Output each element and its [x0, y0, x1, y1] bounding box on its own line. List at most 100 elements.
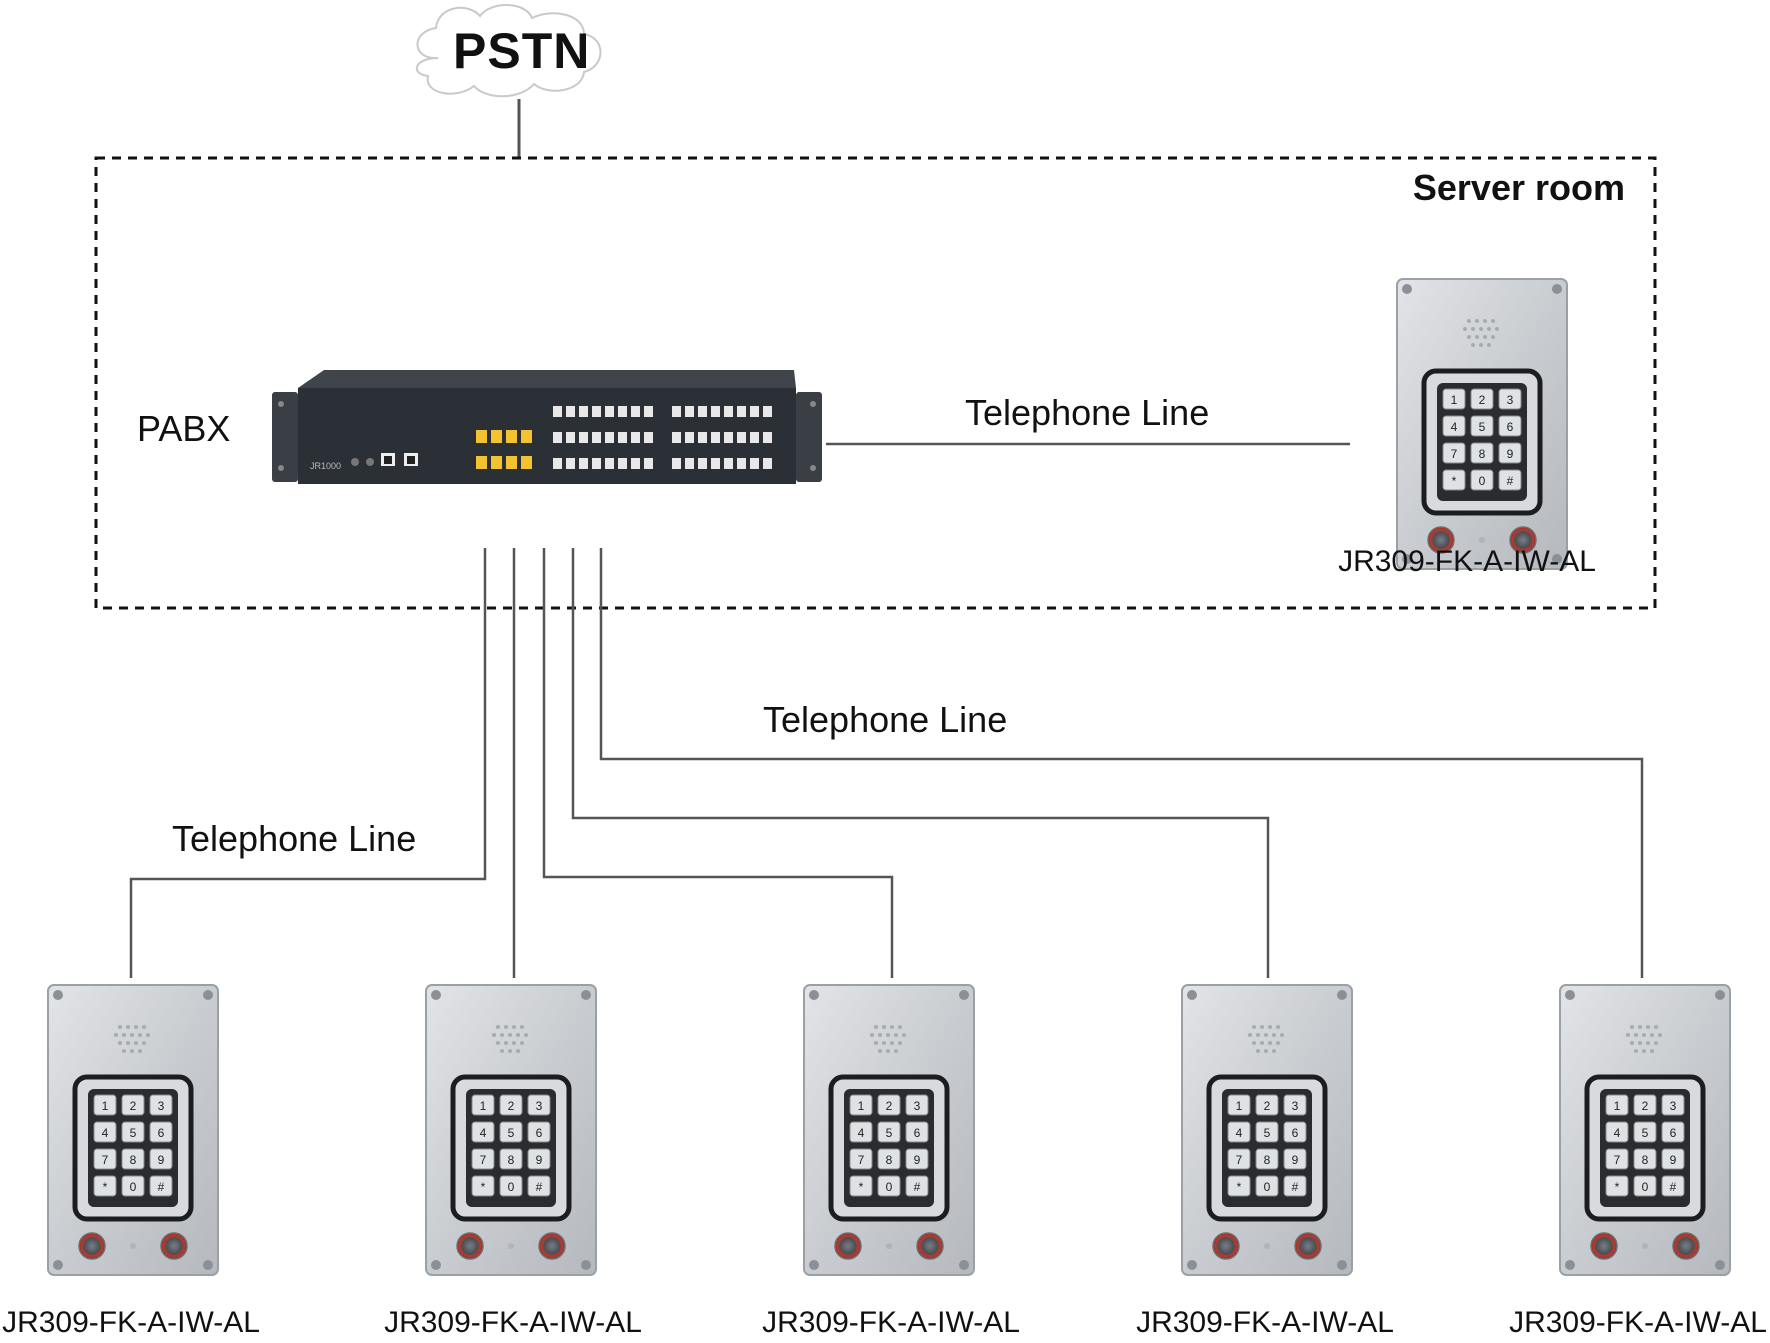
server-room-phone-keypad-labels: 1 2 3 4 5 6 7 8 9 * 0 # [1451, 393, 1514, 488]
field-phone-1-keypad-labels: 1 2 3 4 5 6 7 8 9 * 0 # [102, 1099, 165, 1194]
keypad-key-label: 4 [1236, 1126, 1243, 1140]
keypad-key-label: 9 [1507, 447, 1514, 461]
keypad-key-label: 8 [1479, 447, 1486, 461]
keypad-key-label: # [1292, 1180, 1299, 1194]
keypad-key-label: 9 [1292, 1153, 1299, 1167]
link-label-server-room: Telephone Line [965, 392, 1210, 433]
keypad-key-label: 3 [1507, 393, 1514, 407]
keypad-key-label: 8 [886, 1153, 893, 1167]
keypad-key-label: 6 [1670, 1126, 1677, 1140]
pstn-cloud [415, 3, 602, 98]
keypad-key-label: 2 [130, 1099, 137, 1113]
keypad-key-label: * [481, 1180, 486, 1194]
keypad-key-label: 6 [158, 1126, 165, 1140]
keypad-key-label: 6 [536, 1126, 543, 1140]
link-label-left-group: Telephone Line [172, 818, 417, 859]
keypad-key-label: 5 [886, 1126, 893, 1140]
keypad-key-label: 7 [480, 1153, 487, 1167]
field-links [129, 548, 1644, 978]
keypad-key-label: # [1670, 1180, 1677, 1194]
link-label-right-group: Telephone Line [763, 699, 1008, 740]
keypad-key-label: 7 [1614, 1153, 1621, 1167]
keypad-key-label: 7 [1236, 1153, 1243, 1167]
keypad-key-label: 2 [508, 1099, 515, 1113]
keypad-key-label: 3 [1670, 1099, 1677, 1113]
keypad-key-label: # [536, 1180, 543, 1194]
keypad-key-label: 1 [102, 1099, 109, 1113]
keypad-key-label: 9 [914, 1153, 921, 1167]
keypad-key-label: 6 [1292, 1126, 1299, 1140]
pabx-model-print: JR1000 [310, 461, 341, 471]
keypad-key-label: 1 [1451, 393, 1458, 407]
keypad-key-label: 4 [480, 1126, 487, 1140]
keypad-key-label: 1 [480, 1099, 487, 1113]
keypad-key-label: 4 [1451, 420, 1458, 434]
keypad-key-label: 8 [1264, 1153, 1271, 1167]
keypad-key-label: 5 [1642, 1126, 1649, 1140]
keypad-key-label: 8 [130, 1153, 137, 1167]
keypad-key-label: 0 [1642, 1180, 1649, 1194]
keypad-key-label: 0 [130, 1180, 137, 1194]
keypad-key-label: 1 [1236, 1099, 1243, 1113]
field-phone-3-keypad-labels: 1 2 3 4 5 6 7 8 9 * 0 # [858, 1099, 921, 1194]
keypad-key-label: 8 [508, 1153, 515, 1167]
keypad-key-label: * [1237, 1180, 1242, 1194]
keypad-key-label: 0 [508, 1180, 515, 1194]
server-room-label: Server room [1412, 167, 1625, 208]
keypad-key-label: 2 [1479, 393, 1486, 407]
keypad-key-label: # [1507, 474, 1514, 488]
keypad-key-label: 5 [1479, 420, 1486, 434]
server-room-boundary [94, 156, 1657, 610]
pstn-label: PSTN [453, 23, 591, 79]
link-field-phone-5 [599, 548, 1644, 978]
field-phone-model-3: JR309-FK-A-IW-AL [762, 1306, 1020, 1339]
keypad-key-label: * [103, 1180, 108, 1194]
keypad-key-label: 1 [858, 1099, 865, 1113]
field-phone-model-1: JR309-FK-A-IW-AL [2, 1306, 260, 1339]
keypad-key-label: 9 [158, 1153, 165, 1167]
keypad-key-label: 0 [1479, 474, 1486, 488]
pabx-label: PABX [137, 408, 231, 449]
keypad-key-label: 2 [1264, 1099, 1271, 1113]
link-field-phone-4 [571, 548, 1270, 978]
keypad-key-label: 4 [102, 1126, 109, 1140]
server-room-phone-model: JR309-FK-A-IW-AL [1338, 545, 1596, 578]
keypad-key-label: 4 [1614, 1126, 1621, 1140]
keypad-key-label: 3 [1292, 1099, 1299, 1113]
link-field-phone-1 [129, 548, 487, 978]
keypad-key-label: * [1615, 1180, 1620, 1194]
keypad-key-label: 3 [914, 1099, 921, 1113]
keypad-key-label: 1 [1614, 1099, 1621, 1113]
field-phone-5-keypad-labels: 1 2 3 4 5 6 7 8 9 * 0 # [1614, 1099, 1677, 1194]
field-phone-2-keypad-labels: 1 2 3 4 5 6 7 8 9 * 0 # [480, 1099, 543, 1194]
pabx-unit: JR1000 [272, 370, 822, 484]
field-phone-model-4: JR309-FK-A-IW-AL [1136, 1306, 1394, 1339]
keypad-key-label: 2 [1642, 1099, 1649, 1113]
keypad-key-label: * [1452, 474, 1457, 488]
keypad-key-label: # [158, 1180, 165, 1194]
field-phone-model-5: JR309-FK-A-IW-AL [1509, 1306, 1767, 1339]
keypad-key-label: 7 [858, 1153, 865, 1167]
keypad-key-label: 0 [1264, 1180, 1271, 1194]
keypad-key-label: 9 [1670, 1153, 1677, 1167]
keypad-key-label: * [859, 1180, 864, 1194]
keypad-key-label: 7 [1451, 447, 1458, 461]
keypad-key-label: 4 [858, 1126, 865, 1140]
keypad-key-label: 8 [1642, 1153, 1649, 1167]
keypad-key-label: # [914, 1180, 921, 1194]
field-phone-4-keypad-labels: 1 2 3 4 5 6 7 8 9 * 0 # [1236, 1099, 1299, 1194]
keypad-key-label: 5 [1264, 1126, 1271, 1140]
link-field-phone-3 [542, 548, 894, 978]
field-phone-model-2: JR309-FK-A-IW-AL [384, 1306, 642, 1339]
keypad-key-label: 5 [130, 1126, 137, 1140]
keypad-key-label: 0 [886, 1180, 893, 1194]
keypad-key-label: 6 [914, 1126, 921, 1140]
keypad-key-label: 7 [102, 1153, 109, 1167]
keypad-key-label: 6 [1507, 420, 1514, 434]
keypad-key-label: 9 [536, 1153, 543, 1167]
keypad-key-label: 5 [508, 1126, 515, 1140]
keypad-key-label: 3 [536, 1099, 543, 1113]
keypad-key-label: 3 [158, 1099, 165, 1113]
keypad-key-label: 2 [886, 1099, 893, 1113]
